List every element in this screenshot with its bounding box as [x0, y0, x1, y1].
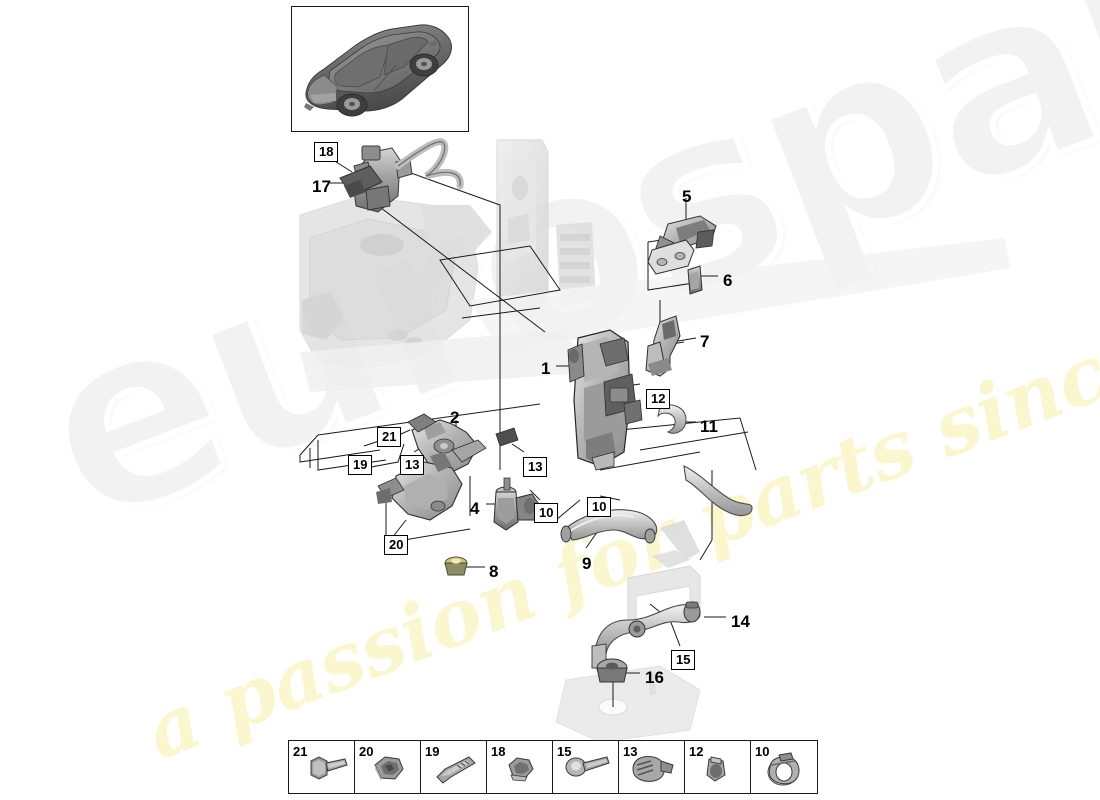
ghost-vehicle-structure — [299, 139, 1010, 743]
hex-nut-icon — [355, 745, 420, 793]
callout-10b: 10 — [587, 497, 612, 517]
callout-20: 20 — [384, 535, 409, 555]
vehicle-thumbnail-box — [291, 6, 469, 132]
legend-cell-10: 10 — [751, 741, 817, 793]
legend-cell-19: 19 — [421, 741, 487, 793]
part-5-support-bracket — [655, 215, 717, 257]
legend-cell-12: 12 — [685, 741, 751, 793]
callout-11: 11 — [700, 417, 718, 436]
part-10-hose-clamps — [560, 525, 656, 544]
callout-12: 12 — [646, 389, 671, 409]
callout-4: 4 — [470, 499, 480, 518]
part-6-retainer — [687, 265, 703, 295]
part-11-short-hose — [657, 404, 687, 434]
hardware-legend-strip: 21 20 19 18 15 13 12 10 — [288, 740, 818, 794]
callout-13b: 13 — [523, 457, 548, 477]
callout-5: 5 — [682, 187, 692, 206]
callout-16: 16 — [645, 668, 664, 687]
legend-number: 12 — [689, 744, 704, 759]
legend-number: 20 — [359, 744, 374, 759]
callout-8: 8 — [489, 562, 499, 581]
legend-number: 15 — [557, 744, 572, 759]
callout-17: 17 — [312, 177, 331, 196]
legend-number: 10 — [755, 744, 770, 759]
small-hose-clamp-icon — [685, 745, 750, 793]
part-16-grommet — [596, 658, 628, 683]
callout-9: 9 — [582, 554, 592, 573]
hex-flange-bolt-icon — [289, 745, 354, 793]
callout-10a: 10 — [534, 503, 559, 523]
hose-clamp-icon — [751, 745, 817, 793]
legend-number: 13 — [623, 744, 638, 759]
callout-15: 15 — [671, 650, 696, 670]
callout-21: 21 — [377, 427, 402, 447]
part-14-water-pipe — [591, 601, 701, 669]
flange-nut-icon — [487, 745, 552, 793]
legend-cell-13: 13 — [619, 741, 685, 793]
part-13-clip-upper — [495, 427, 519, 447]
washer-head-screw-icon — [553, 745, 618, 793]
callout-19: 19 — [348, 455, 373, 475]
spring-clip-icon — [619, 745, 684, 793]
stud-bolt-icon — [421, 745, 486, 793]
vehicle-illustration — [304, 24, 452, 117]
legend-number: 21 — [293, 744, 308, 759]
coolant-hose-right — [683, 465, 753, 517]
part-5-mount-plate — [647, 239, 695, 275]
legend-cell-15: 15 — [553, 741, 619, 793]
part-1-reservoir-assembly — [567, 329, 643, 471]
callout-14: 14 — [731, 612, 750, 631]
callout-6: 6 — [723, 271, 733, 290]
legend-cell-21: 21 — [289, 741, 355, 793]
part-7-support-arm — [645, 315, 681, 377]
part-17-18-valve-assembly — [339, 138, 464, 213]
callout-13a: 13 — [400, 455, 425, 475]
legend-number: 19 — [425, 744, 440, 759]
part-9-coolant-hose — [565, 509, 658, 541]
callout-1: 1 — [541, 359, 551, 378]
legend-cell-18: 18 — [487, 741, 553, 793]
part-8-rubber-grommet — [444, 556, 468, 576]
legend-cell-20: 20 — [355, 741, 421, 793]
callout-18: 18 — [314, 142, 339, 162]
callout-7: 7 — [700, 332, 710, 351]
callout-2: 2 — [450, 408, 460, 427]
legend-number: 18 — [491, 744, 506, 759]
